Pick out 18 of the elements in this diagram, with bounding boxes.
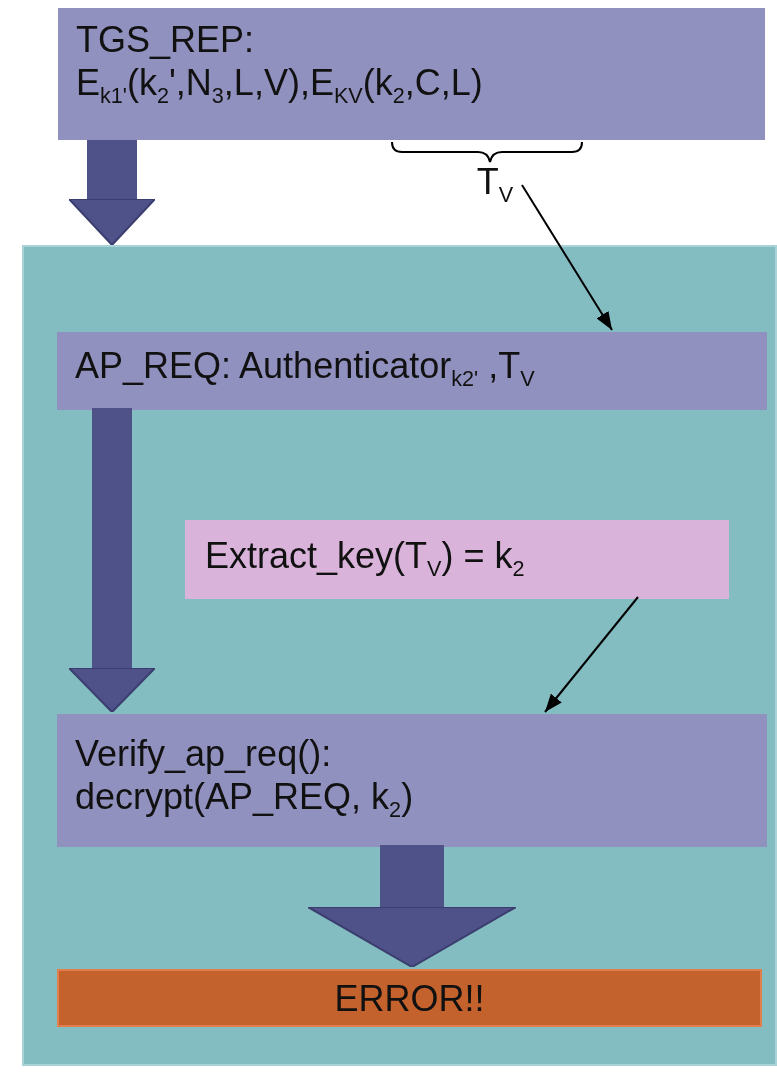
message-box <box>58 8 765 140</box>
step-text: Verify_ap_req(): <box>75 732 333 776</box>
block-arrow <box>307 845 517 968</box>
block-arrow <box>68 140 156 246</box>
step-text: decrypt(AP_REQ, k$_{2}$) <box>75 775 415 824</box>
process-panel <box>22 245 777 1066</box>
message-text: TGS_REP: <box>76 18 256 62</box>
arrow <box>544 596 639 713</box>
step-box <box>185 520 729 599</box>
block-arrow <box>68 408 156 713</box>
step-box <box>57 714 767 847</box>
message-box <box>57 332 767 410</box>
error-box: ERROR!! <box>57 969 762 1027</box>
ticket-label: T$_{V}$ <box>462 160 528 210</box>
message-text: AP_REQ: Authenticator$_{k2'}$ ,T$_{V}$ <box>75 344 536 393</box>
message-text: E$_{k1'}$(k$_{2}$',N$_{3}$,L,V),E$_{KV}$(k$_{2}$,C,L) <box>76 61 484 110</box>
arrow <box>521 184 613 331</box>
step-text: Extract_key(T$_{V}$) = k$_{2}$ <box>205 534 526 583</box>
